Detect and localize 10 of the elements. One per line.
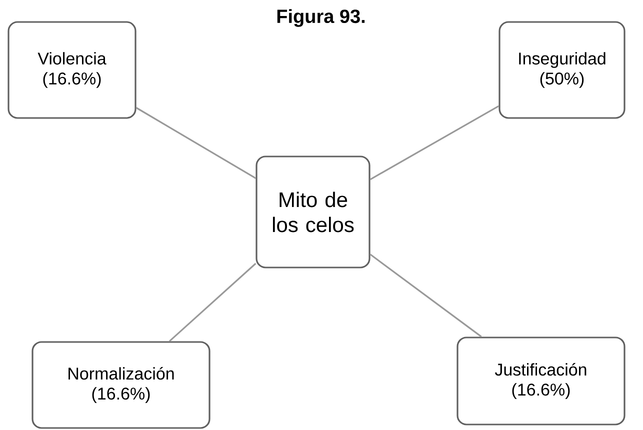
category-box: Normalización (16.6%): [32, 341, 210, 429]
connector-line: [136, 107, 256, 179]
category-box: Violencia (16.6%): [8, 21, 136, 119]
topic-box: Mito de los celos: [256, 156, 370, 268]
connector-line: [168, 262, 256, 342]
title: Figura 93.: [277, 9, 365, 27]
connector-line: [370, 254, 482, 338]
category-box: Inseguridad (50%): [498, 21, 626, 119]
connector-line: [370, 105, 500, 180]
category-box: Justificación (16.6%): [456, 336, 626, 426]
